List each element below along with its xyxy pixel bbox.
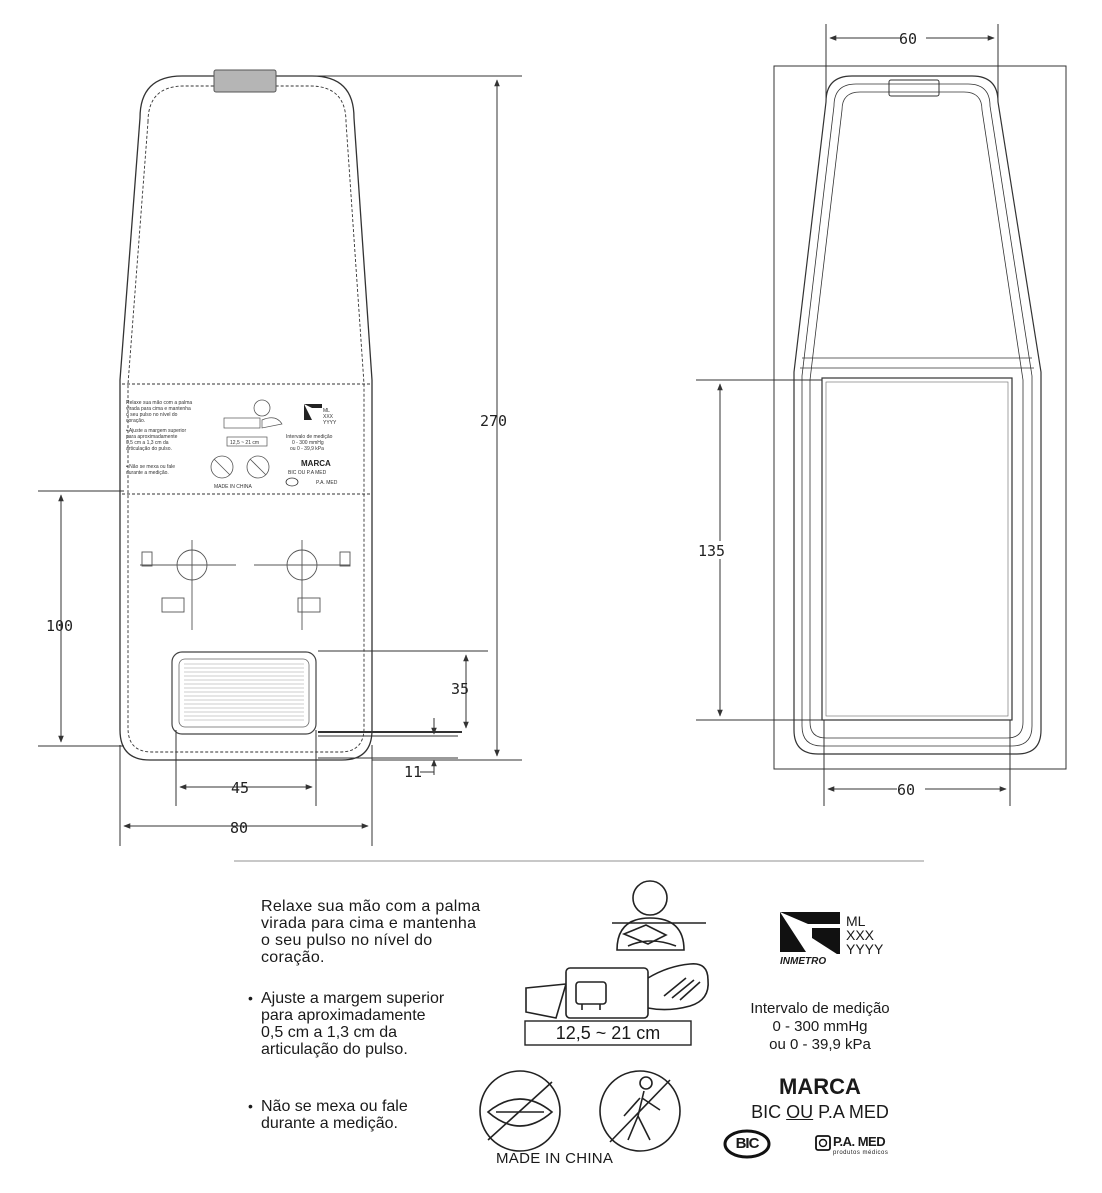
dim-135: 135 <box>698 542 725 560</box>
pamed-logo-icon <box>815 1135 831 1151</box>
dim-80: 80 <box>230 819 248 837</box>
inmetro-codes: ML XXX YYYY <box>846 914 883 956</box>
right-window <box>821 377 1013 721</box>
inmetro-code: YYYY <box>846 941 884 957</box>
svg-text:0,5 cm a 1,3 cm da: 0,5 cm a 1,3 cm da <box>126 440 169 446</box>
mini-brand: MARCA <box>301 459 331 468</box>
instruction-still: Não se mexa ou fale durante a medição. <box>248 1098 481 1132</box>
instruction-adjust-line: Ajuste a margem superior <box>261 990 445 1007</box>
svg-text:MADE IN CHINA: MADE IN CHINA <box>214 484 252 490</box>
instruction-relax: Relaxe sua mão com a palma virada para c… <box>261 898 581 966</box>
instruction-relax-line: coração. <box>261 949 325 966</box>
svg-text:XXX: XXX <box>323 414 334 420</box>
range-title: Intervalo de medição <box>750 1000 890 1017</box>
svg-text:o seu pulso no nível do: o seu pulso no nível do <box>126 412 178 418</box>
instruction-adjust-line: articulação do pulso. <box>261 1041 408 1058</box>
brand-bic: BIC <box>751 1102 787 1122</box>
brand-ou: OU <box>786 1102 814 1122</box>
right-frame <box>773 65 1067 770</box>
svg-text:ML: ML <box>323 408 330 414</box>
svg-text:coração.: coração. <box>126 418 145 424</box>
svg-text:BIC OU P.A MED: BIC OU P.A MED <box>288 470 327 476</box>
svg-text:YYYY: YYYY <box>323 420 337 426</box>
measurement-range: Intervalo de medição 0 - 300 mmHg ou 0 -… <box>700 1000 940 1054</box>
svg-text:Intervalo de medição: Intervalo de medição <box>286 434 333 440</box>
bic-logo-icon <box>723 1129 771 1159</box>
range-kpa: ou 0 - 39,9 kPa <box>769 1036 871 1053</box>
instruction-relax-line: o seu pulso no nível do <box>261 932 433 949</box>
pamed-logo-sub: produtos médicos <box>833 1150 889 1156</box>
instruction-adjust-line: para aproximadamente <box>261 1007 426 1024</box>
right-cuff <box>793 75 1042 755</box>
instruction-relax-line: virada para cima e mantenha <box>261 915 477 932</box>
left-buckle <box>213 69 277 93</box>
brand-title: MARCA <box>779 1074 861 1099</box>
left-cuff <box>119 75 373 761</box>
instruction-adjust-line: 0,5 cm a 1,3 cm da <box>261 1024 398 1041</box>
svg-text:ou 0 - 39,9 kPa: ou 0 - 39,9 kPa <box>290 446 324 452</box>
mini-instruction-2: • Ajuste a margem superior <box>126 428 186 434</box>
left-cuff-outline <box>119 75 373 761</box>
no-talking-icon <box>479 1070 561 1152</box>
right-dimension-labels: 60 135 60 <box>698 30 926 799</box>
dim-11: 11 <box>404 763 422 781</box>
size-range-box <box>524 1020 692 1046</box>
inmetro-code: XXX <box>846 927 875 943</box>
left-air-pad <box>171 651 317 735</box>
bic-logo-text: BIC <box>735 1135 760 1152</box>
dim-60-bottom: 60 <box>897 781 915 799</box>
dim-100: 100 <box>46 617 73 635</box>
range-mmhg: 0 - 300 mmHg <box>772 1018 868 1035</box>
left-dimensions <box>38 75 522 846</box>
size-range: 12,5 ~ 21 cm <box>555 1023 661 1043</box>
dim-60-top: 60 <box>899 30 917 48</box>
mini-instruction-1: Relaxe sua mão com a palma <box>126 400 192 406</box>
inmetro-brand: INMETRO <box>780 956 827 967</box>
dim-270: 270 <box>480 412 507 430</box>
right-buckle <box>888 79 940 97</box>
svg-text:articulação do pulso.: articulação do pulso. <box>126 446 172 452</box>
instruction-adjust: Ajuste a margem superior para aproximada… <box>248 990 541 1058</box>
left-hook-pattern <box>140 540 351 630</box>
dim-35: 35 <box>451 680 469 698</box>
brand-line: BIC OU P.A MED <box>720 1102 920 1123</box>
brand-pamed: P.A MED <box>813 1102 889 1122</box>
svg-text:virada para cima e mantenha: virada para cima e mantenha <box>126 406 191 412</box>
mini-instruction-3: • Não se mexa ou fale <box>126 464 175 470</box>
left-dimension-labels: 270 100 35 11 45 80 <box>46 412 507 837</box>
svg-text:para aproximadamente: para aproximadamente <box>126 434 178 440</box>
wrist-cuff-icon <box>525 963 709 1019</box>
svg-text:12,5 ~ 21 cm: 12,5 ~ 21 cm <box>230 440 259 446</box>
instruction-still-line: Não se mexa ou fale <box>261 1098 408 1115</box>
person-hand-heart-icon <box>612 880 706 951</box>
instruction-still-line: durante a medição. <box>261 1115 398 1132</box>
mini-label: Relaxe sua mão com a palma virada para c… <box>126 399 338 490</box>
svg-text:P.A. MED: P.A. MED <box>316 480 338 486</box>
svg-text:durante a medição.: durante a medição. <box>126 470 169 476</box>
dim-45: 45 <box>231 779 249 797</box>
instruction-relax-line: Relaxe sua mão com a palma <box>261 898 481 915</box>
inmetro-logo-icon <box>780 912 842 968</box>
right-dimensions <box>696 24 1011 806</box>
svg-text:0 - 300 mmHg: 0 - 300 mmHg <box>292 440 324 446</box>
inmetro-code: ML <box>846 913 866 929</box>
no-moving-icon <box>599 1070 681 1152</box>
pamed-logo-text: P.A. MED <box>833 1134 886 1149</box>
made-in-china: MADE IN CHINA <box>496 1150 614 1167</box>
